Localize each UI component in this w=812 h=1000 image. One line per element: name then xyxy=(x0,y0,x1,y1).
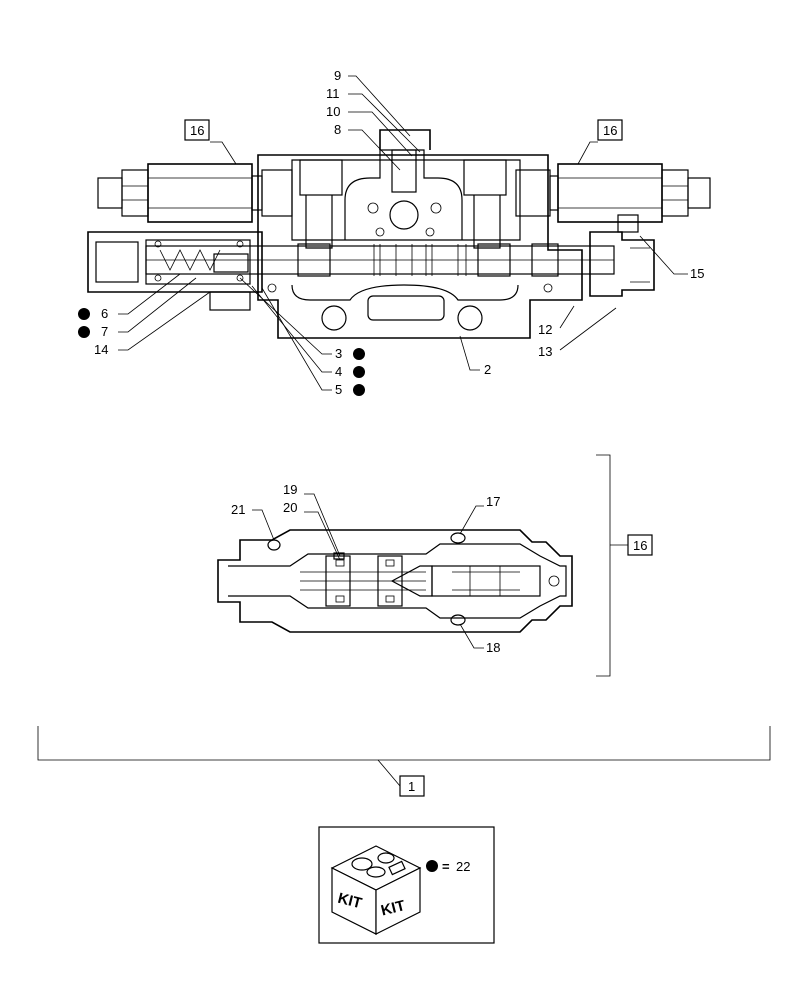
cartridge-callouts: 19 20 21 17 18 16 xyxy=(231,454,653,677)
kit-label-right: KIT xyxy=(379,897,407,919)
callout-16-right: 16 xyxy=(603,123,617,138)
callout-box-16-cartridge xyxy=(627,534,653,556)
callout-10: 10 xyxy=(326,104,340,119)
callout-5: 5 xyxy=(335,382,342,397)
callout-box-16-right xyxy=(597,119,623,141)
kit-dot-3 xyxy=(353,348,365,360)
kit-dot-7 xyxy=(78,326,90,338)
kit-dot-5 xyxy=(353,384,365,396)
callout-11: 11 xyxy=(326,86,340,101)
callout-7: 7 xyxy=(101,324,108,339)
callout-2: 2 xyxy=(484,362,491,377)
kit-legend-dot xyxy=(426,860,438,872)
solenoid-right xyxy=(515,163,711,223)
kit-label-left: KIT xyxy=(336,890,364,912)
solenoid-left xyxy=(97,163,293,223)
callout-15: 15 xyxy=(690,266,704,281)
callout-6: 6 xyxy=(101,306,108,321)
callout-20: 20 xyxy=(283,500,297,515)
callout-18: 18 xyxy=(486,640,500,655)
callout-19: 19 xyxy=(283,482,297,497)
control-valve-assembly xyxy=(87,129,711,339)
callout-box-16-left xyxy=(184,119,210,141)
assembly-bracket: 1 xyxy=(37,726,771,797)
callout-21: 21 xyxy=(231,502,245,517)
callout-8: 8 xyxy=(334,122,341,137)
kit-part-number: 22 xyxy=(456,859,470,874)
kit-legend: KIT KIT = 22 xyxy=(318,826,495,944)
callout-1: 1 xyxy=(408,779,415,794)
callout-box-1 xyxy=(399,775,425,797)
cartridge-section-view xyxy=(217,529,573,633)
callout-13: 13 xyxy=(538,344,552,359)
top-callout-labels: 9 11 10 8 16 16 15 12 13 2 6 7 14 3 4 5 xyxy=(78,68,704,397)
callout-14: 14 xyxy=(94,342,108,357)
kit-legend-frame xyxy=(318,826,495,944)
kit-dot-4 xyxy=(353,366,365,378)
kit-dot-6 xyxy=(78,308,90,320)
callout-16-left: 16 xyxy=(190,123,204,138)
callout-3: 3 xyxy=(335,346,342,361)
callout-17: 17 xyxy=(486,494,500,509)
callout-16-cartridge: 16 xyxy=(633,538,647,553)
callout-4: 4 xyxy=(335,364,342,379)
top-callout-leaders xyxy=(118,75,688,391)
kit-box-icon: KIT KIT xyxy=(330,845,422,935)
callout-9: 9 xyxy=(334,68,341,83)
kit-equals-sign: = xyxy=(442,859,450,874)
callout-12: 12 xyxy=(538,322,552,337)
